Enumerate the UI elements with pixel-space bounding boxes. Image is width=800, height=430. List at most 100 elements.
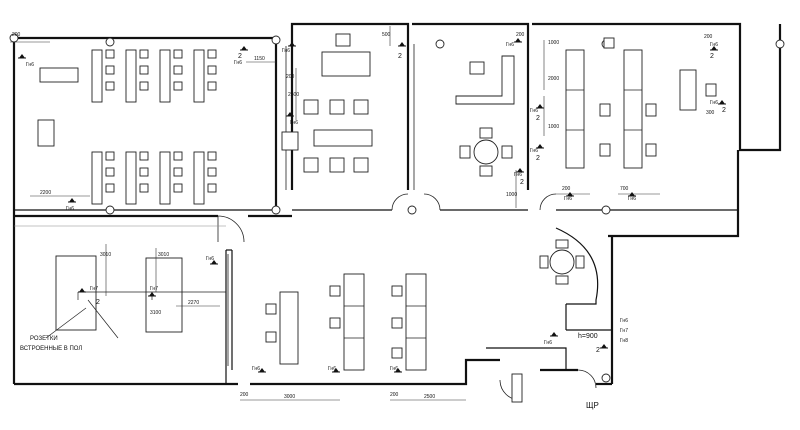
dim-label: 500: [382, 32, 391, 38]
outlet-number: 2: [536, 115, 540, 122]
furniture-left-top: [37, 49, 205, 205]
dim-label: 200: [12, 32, 21, 38]
chair: [139, 167, 149, 177]
tag-label: Гн6: [234, 60, 242, 66]
outlet-icon: [18, 54, 26, 59]
tag-label: Гн6: [328, 366, 336, 372]
floor-outlet-label-line2: ВСТРОЕННЫЕ В ПОЛ: [20, 346, 82, 352]
tag-label: Гн6: [390, 366, 398, 372]
dim-label: 200: [704, 34, 713, 40]
outlet-number: 2: [722, 107, 726, 114]
outlet-icon: [394, 368, 402, 373]
dim-label: 200: [286, 74, 295, 80]
tag-label: Гн6: [514, 172, 522, 178]
dim-label: 2500: [424, 394, 435, 400]
tag-label: Гн6: [506, 42, 514, 48]
dim-label: 3010: [158, 252, 169, 258]
outlet-icon: [710, 46, 718, 51]
dim-label: 3000: [284, 394, 295, 400]
outlet-icon: [600, 344, 608, 349]
dim-label: 200: [516, 32, 525, 38]
dim-label: 2270: [188, 300, 199, 306]
outlet-tags: Гн6 Гн6 Гн6 Гн6 Гн6 Гн6 Гн6 Гн6 Гн6 Гн6 …: [26, 42, 718, 372]
outlet-icon: [258, 368, 266, 373]
dim-label: 200: [562, 186, 571, 192]
tag-label: Гн6: [710, 100, 718, 106]
tag-label: Гн6: [620, 318, 628, 324]
dim-label: 300: [706, 110, 715, 116]
dim-label: 200: [390, 392, 399, 398]
floor-outlet-note: РОЗЕТКИ ВСТРОЕННЫЕ В ПОЛ: [20, 307, 87, 352]
outlet-icon: [550, 332, 558, 337]
tag-label: Гн6: [530, 148, 538, 154]
outlet-symbols: [18, 38, 726, 373]
tag-label: Гн6: [206, 256, 214, 262]
outlet-icon: [288, 42, 296, 47]
outlet-icon: [718, 100, 726, 105]
dim-label: 1000: [506, 192, 517, 198]
chair: [105, 183, 115, 193]
outlet-number: 2: [520, 179, 524, 186]
dim-label: 2000: [548, 76, 559, 82]
tag-label: Гн7: [90, 286, 98, 292]
chair: [207, 183, 217, 193]
furniture-room-four: [565, 37, 717, 169]
dimension-lines: [10, 26, 660, 401]
dimension-labels: 200 2 200 1150 200 2500 500 200 1000 2000…: [12, 32, 715, 400]
dim-label: 1000: [548, 40, 559, 46]
outlet-icon: [332, 368, 340, 373]
furniture-room-three: [455, 55, 515, 177]
outlet-number: 2: [710, 53, 714, 60]
panel-label: ЩР: [586, 401, 599, 410]
cable-routes: [14, 225, 226, 339]
chair: [207, 151, 217, 161]
chair: [207, 81, 217, 91]
dim-label: 700: [620, 186, 629, 192]
dim-label: h=900: [578, 333, 598, 340]
chair: [105, 49, 115, 59]
chair: [173, 49, 183, 59]
outlet-icon: [68, 198, 76, 203]
outlet-icon: [516, 168, 524, 173]
outlet-icon: [536, 104, 544, 109]
dim-label: 200: [240, 392, 249, 398]
tag-label: Гн6: [252, 366, 260, 372]
tag-label: Гн6: [628, 196, 636, 202]
tag-label: Гн6: [710, 42, 718, 48]
chair: [173, 81, 183, 91]
tag-label: Гн7: [150, 286, 158, 292]
chair: [139, 151, 149, 161]
chair: [207, 65, 217, 75]
outlet-number: 2: [398, 53, 402, 60]
outlet-number: 2: [596, 347, 600, 354]
tag-label: Гн6: [564, 196, 572, 202]
chair: [139, 183, 149, 193]
outlet-number: 2: [238, 53, 242, 60]
walls: [12, 22, 782, 386]
chair: [173, 65, 183, 75]
doors: [217, 193, 597, 403]
outlet-icon: [78, 288, 86, 293]
tag-label: Гн6: [66, 206, 74, 212]
chair: [173, 151, 183, 161]
tag-label: Гн6: [26, 62, 34, 68]
chair: [173, 183, 183, 193]
dim-label: 3100: [150, 310, 161, 316]
outlet-icon: [398, 42, 406, 47]
dim-label: 1150: [254, 56, 265, 62]
tag-label: Гн8: [620, 338, 628, 344]
chairs-left-top: [105, 49, 217, 193]
outlet-icon: [514, 38, 522, 43]
chair: [105, 65, 115, 75]
tag-label: Гн6: [282, 48, 290, 54]
chair: [139, 81, 149, 91]
outlet-icon: [628, 192, 636, 197]
chair: [173, 167, 183, 177]
chair: [105, 151, 115, 161]
floor-outlet-label-line1: РОЗЕТКИ: [30, 336, 58, 342]
chair: [207, 49, 217, 59]
outlet-icon: [210, 260, 218, 265]
outlet-number: 2: [96, 299, 100, 306]
tag-label: Гн6: [544, 340, 552, 346]
